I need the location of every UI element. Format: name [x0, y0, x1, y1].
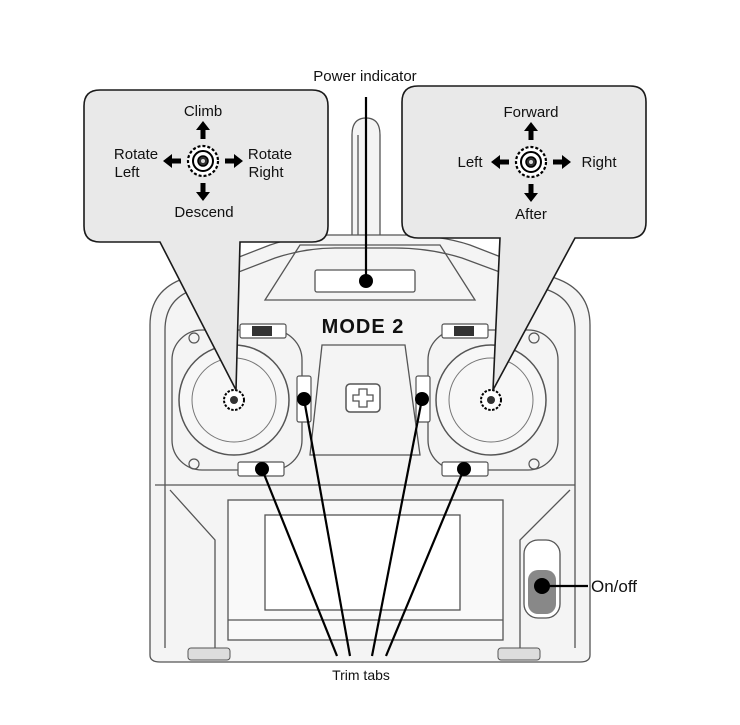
left-stick-housing [171, 329, 303, 471]
rotate-right-label-line1: Rotate [248, 146, 292, 163]
joystick-icon [514, 145, 548, 179]
cross-pad-icon [345, 383, 381, 413]
right-stick-callout: Forward After Left Right [401, 85, 647, 391]
on-off-label: On/off [591, 577, 637, 596]
rotate-right-label-line2: Right [248, 164, 284, 181]
left-stick-callout: Climb Descend Rotate Left Rotate Right [83, 89, 329, 391]
trim-tabs-callout: Trim tabs [255, 392, 471, 683]
power-indicator-label: Power indicator [313, 68, 416, 85]
mode-label: MODE 2 [322, 316, 405, 338]
trim-tabs-label: Trim tabs [332, 667, 390, 683]
battery-cover [264, 514, 461, 611]
joystick-icon [186, 144, 220, 178]
transmitter-body: MODE 2 [149, 117, 591, 663]
left-label: Left [457, 154, 483, 171]
trim-switch-top-left [239, 323, 287, 339]
rotate-left-label-line2: Left [114, 164, 140, 181]
descend-label: Descend [174, 204, 233, 221]
rotate-left-label-line1: Rotate [114, 146, 158, 163]
forward-label: Forward [503, 104, 558, 121]
right-stick-housing [427, 329, 559, 471]
on-off-callout: On/off [534, 577, 637, 596]
after-label: After [515, 206, 547, 223]
trim-switch-top-right [441, 323, 489, 339]
power-indicator-callout: Power indicator [313, 68, 417, 288]
climb-label: Climb [184, 103, 222, 120]
right-label: Right [581, 154, 617, 171]
